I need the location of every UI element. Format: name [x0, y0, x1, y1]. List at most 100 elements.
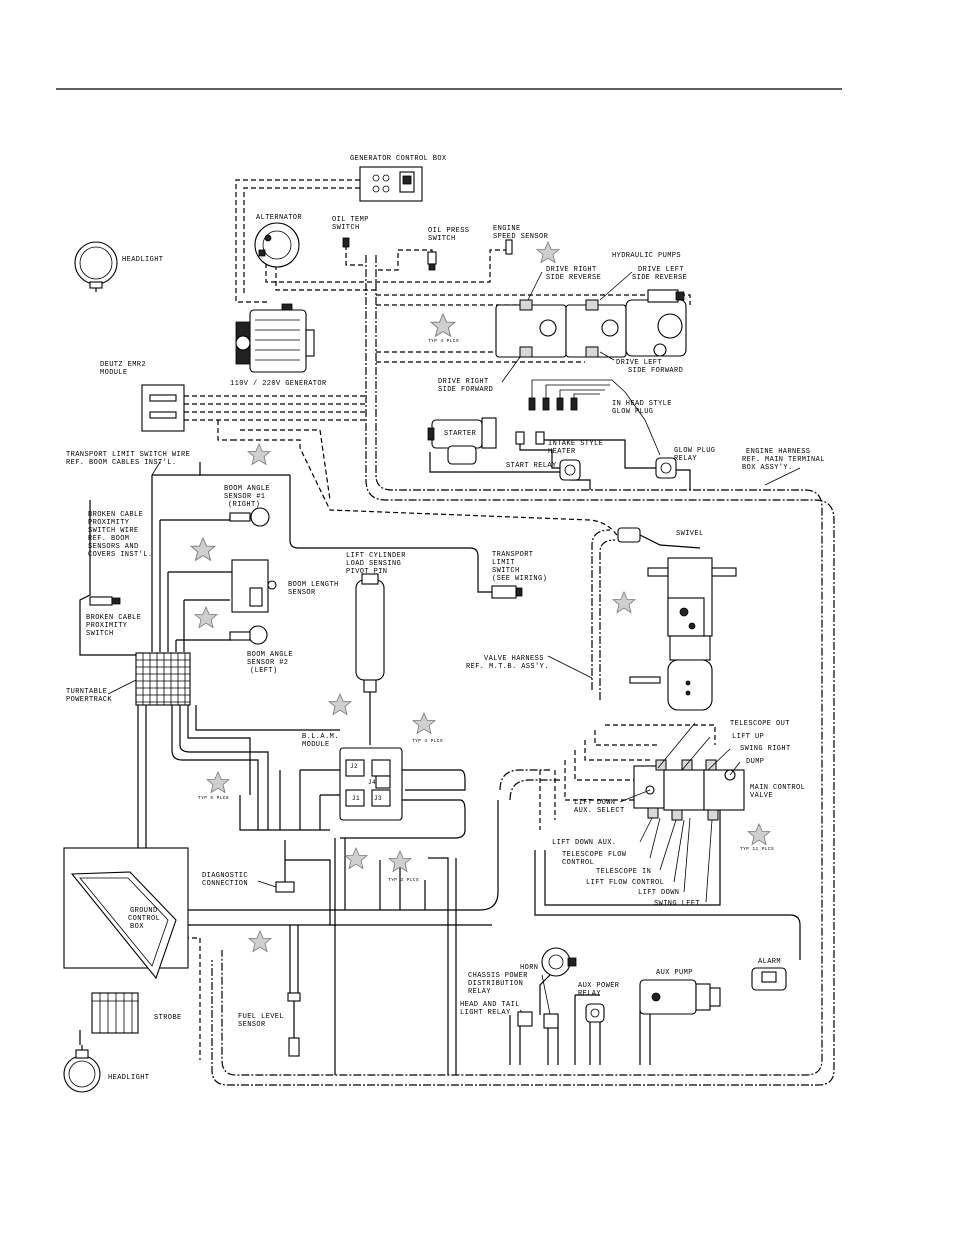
- label-fuel-1: FUEL LEVEL: [238, 1013, 284, 1021]
- label-main-valve-1: MAIN CONTROL: [750, 784, 805, 792]
- label-broken-sw-3: SWITCH: [86, 630, 114, 638]
- label-main-valve-2: VALVE: [750, 792, 773, 800]
- label-drive-left-rev-2: SIDE REVERSE: [632, 274, 687, 282]
- label-telescope-in: TELESCOPE IN: [596, 868, 651, 876]
- broken-cable-proximity-switch: [79, 500, 138, 656]
- star-boom-angle-2: [194, 606, 218, 628]
- glow-plugs: [528, 397, 578, 411]
- generator-control-box: [359, 166, 423, 202]
- label-lift-flow: LIFT FLOW CONTROL: [586, 879, 664, 887]
- label-strobe: STROBE: [154, 1014, 182, 1022]
- label-broken-wire-6: COVERS INST'L.: [88, 551, 152, 559]
- label-transport-sw-2: LIMIT: [492, 559, 515, 567]
- label-drive-left-fwd-2: SIDE FORWARD: [628, 367, 683, 375]
- label-oil-press-2: SWITCH: [428, 235, 456, 243]
- star-transport-wire: [247, 443, 271, 465]
- label-in-head-1: IN HEAD STYLE: [612, 400, 672, 408]
- label-lift-down-aux: LIFT DOWN AUX.: [552, 839, 616, 847]
- label-lift-down-sel-1: LIFT DOWN: [574, 799, 615, 807]
- chassis-power-relay: [543, 1013, 559, 1029]
- label-drive-left-rev-1: DRIVE LEFT: [638, 266, 684, 274]
- label-blam-j3: J3: [374, 795, 382, 802]
- star-blam: [412, 712, 436, 734]
- label-blam-j1: J1: [352, 795, 360, 802]
- label-broken-sw-2: PROXIMITY: [86, 622, 128, 630]
- label-diagnostic-1: DIAGNOSTIC: [202, 872, 248, 880]
- aux-pump: [639, 979, 721, 1015]
- label-lift-cyl-3: PIVOT PIN: [346, 568, 387, 576]
- boom-angle-sensor-1: [229, 507, 270, 527]
- label-headlight-bottom: HEADLIGHT: [108, 1074, 149, 1082]
- label-ground-box-3: BOX: [130, 923, 144, 931]
- label-starter: STARTER: [444, 430, 477, 438]
- star-engine-speed: [536, 241, 560, 263]
- label-eng-harness-2: REF. MAIN TERMINAL: [742, 456, 825, 464]
- main-control-valve: [633, 759, 745, 821]
- label-swing-left: SWING LEFT: [654, 900, 700, 908]
- transport-limit-switch: [491, 585, 523, 599]
- label-typ4: TYP 4 PLCS: [428, 338, 459, 344]
- label-typ11: TYP 11 PLCS: [740, 846, 774, 852]
- label-glow-relay-2: RELAY: [674, 455, 697, 463]
- alarm: [751, 967, 787, 991]
- label-boom-length-1: BOOM LENGTH: [288, 581, 339, 589]
- label-broken-wire-1: BROKEN CABLE: [88, 511, 143, 519]
- label-typ3-lower: TYP 3 PLCS: [388, 877, 419, 883]
- label-drive-left-fwd-1: DRIVE LEFT: [616, 359, 662, 367]
- boom-length-sensor: [231, 559, 277, 613]
- diagnostic-connection: [275, 881, 295, 893]
- label-ground-box-1: GROUND: [130, 907, 158, 915]
- label-lift-down-sel-2: AUX. SELECT: [574, 807, 625, 815]
- label-chassis-2: DISTRIBUTION: [468, 980, 523, 988]
- label-boom-angle1-2: SENSOR #1: [224, 493, 265, 501]
- harness-routes: [79, 179, 835, 1086]
- label-telescope-out: TELESCOPE OUT: [730, 720, 790, 728]
- oil-press-switch: [427, 251, 437, 271]
- label-blam-2: MODULE: [302, 741, 330, 749]
- label-alternator: ALTERNATOR: [256, 214, 302, 222]
- label-oil-press-1: OIL PRESS: [428, 227, 469, 235]
- hydraulic-pumps: [495, 289, 687, 358]
- label-engine-speed-2: SPEED SENSOR: [493, 233, 549, 241]
- intake-heater: [515, 431, 545, 445]
- star-boom-angle-1: [190, 537, 216, 561]
- headlight-top: [74, 241, 118, 292]
- star-diagnostic: [344, 847, 368, 869]
- label-transport-wire-1: TRANSPORT LIMIT SWITCH WIRE: [66, 451, 190, 459]
- glow-plug-relay: [655, 457, 677, 479]
- label-broken-wire-2: PROXIMITY: [88, 519, 130, 527]
- label-eng-harness-3: BOX ASSY'Y.: [742, 464, 793, 472]
- label-lift-up: LIFT UP: [732, 733, 764, 741]
- label-lift-down: LIFT DOWN: [638, 889, 679, 897]
- star-lift-cylinder: [328, 693, 352, 715]
- label-hydraulic-pumps: HYDRAULIC PUMPS: [612, 252, 681, 260]
- ground-control-box: [63, 847, 189, 980]
- label-drive-right-fwd-1: DRIVE RIGHT: [438, 378, 489, 386]
- label-head-tail-1: HEAD AND TAIL: [460, 1001, 520, 1009]
- deutz-emr2-module: [141, 384, 185, 432]
- generator: [235, 303, 315, 373]
- label-horn: HORN: [520, 964, 538, 972]
- label-drive-right-rev-1: DRIVE RIGHT: [546, 266, 597, 274]
- label-generator: 110V / 220V GENERATOR: [230, 380, 327, 388]
- label-deutz-2: MODULE: [100, 369, 128, 377]
- headlight-bottom: [63, 1049, 101, 1093]
- label-intake-2: HEATER: [548, 448, 576, 456]
- star-main-valve: [747, 823, 771, 845]
- label-boom-angle2-3: (LEFT): [250, 667, 278, 675]
- label-lift-cyl-1: LIFT CYLINDER: [346, 552, 406, 560]
- label-broken-sw-1: BROKEN CABLE: [86, 614, 141, 622]
- label-transport-wire-2: REF. BOOM CABLES INST'L.: [66, 459, 176, 467]
- swivel: [617, 527, 737, 711]
- label-oil-temp-1: OIL TEMP: [332, 216, 369, 224]
- label-aux-relay-2: RELAY: [578, 990, 601, 998]
- blam-module: [339, 747, 403, 821]
- label-chassis-3: RELAY: [468, 988, 491, 996]
- label-glow-relay-1: GLOW PLUG: [674, 447, 715, 455]
- fuel-level-sensor: [287, 992, 301, 1057]
- label-typ5: TYP 5 PLCS: [198, 795, 229, 801]
- engine-speed-sensor: [505, 239, 513, 255]
- label-broken-wire-3: SWITCH WIRE: [88, 527, 139, 535]
- label-turntable-1: TURNTABLE: [66, 688, 107, 696]
